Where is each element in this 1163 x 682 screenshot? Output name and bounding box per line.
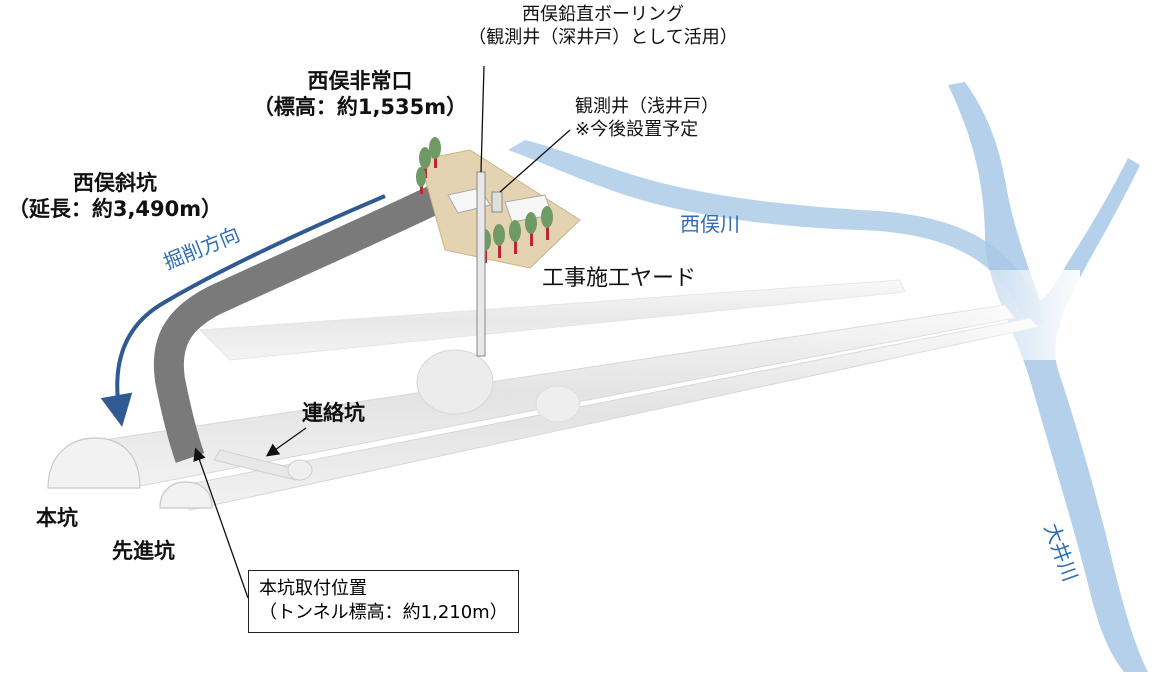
west-inclined-shaft-label: 西俣斜坑 （延長：約3,490m） [0, 170, 230, 223]
west-emergency-exit-line2: （標高：約1,535m） [252, 95, 468, 120]
leader-shallow-well [499, 129, 571, 193]
junction-line1: 本坑取付位置 [259, 578, 367, 599]
advance-tunnel-portal [159, 481, 213, 509]
main-tunnel-label: 本坑 [36, 506, 78, 530]
west-vertical-boring-line1: 西俣鉛直ボーリング [522, 4, 684, 25]
connecting-tunnel-body [213, 449, 301, 481]
main-tunnel-portal [47, 437, 141, 489]
vertical-boring-pipe [476, 171, 486, 357]
leader-junction [193, 447, 249, 599]
oi-river [948, 82, 1148, 672]
leader-vertical-boring [480, 65, 485, 173]
west-inclined-shaft-line1: 西俣斜坑 [73, 171, 157, 195]
nishimata-river [508, 140, 1046, 330]
west-vertical-boring-label: 西俣鉛直ボーリング （観測井（深井戸）として活用） [438, 4, 768, 49]
junction-line2: （トンネル標高：約1,210m） [259, 602, 508, 624]
west-inclined-shaft-line2: （延長：約3,490m） [7, 197, 223, 222]
observation-well-shallow-line2: ※今後設置予定 [575, 118, 699, 140]
nishimata-river-label: 西俣川 [680, 212, 740, 236]
tunnel-section-mid [416, 349, 494, 415]
west-emergency-exit-line1: 西俣非常口 [307, 69, 413, 93]
connecting-tunnel-label: 連絡坑 [302, 401, 365, 425]
construction-yard-label: 工事施工ヤード [542, 266, 697, 291]
observation-well-shallow-line1: 観測井（浅井戸） [575, 96, 719, 117]
excavation-direction-arrow [100, 194, 386, 427]
junction-box: 本坑取付位置 （トンネル標高：約1,210m） [248, 570, 519, 633]
west-emergency-exit-label: 西俣非常口 （標高：約1,535m） [235, 68, 485, 121]
shallow-well [491, 191, 503, 213]
tunnel-section-right [535, 385, 581, 423]
advance-tunnel-label: 先進坑 [112, 539, 175, 563]
observation-well-shallow-label: 観測井（浅井戸） ※今後設置予定 [575, 96, 719, 141]
west-vertical-boring-line2: （観測井（深井戸）として活用） [468, 26, 738, 48]
west-inclined-shaft [153, 182, 449, 463]
connecting-tunnel-end [287, 459, 313, 481]
tunnels [47, 270, 1080, 511]
leader-connecting-tunnel [265, 427, 307, 457]
